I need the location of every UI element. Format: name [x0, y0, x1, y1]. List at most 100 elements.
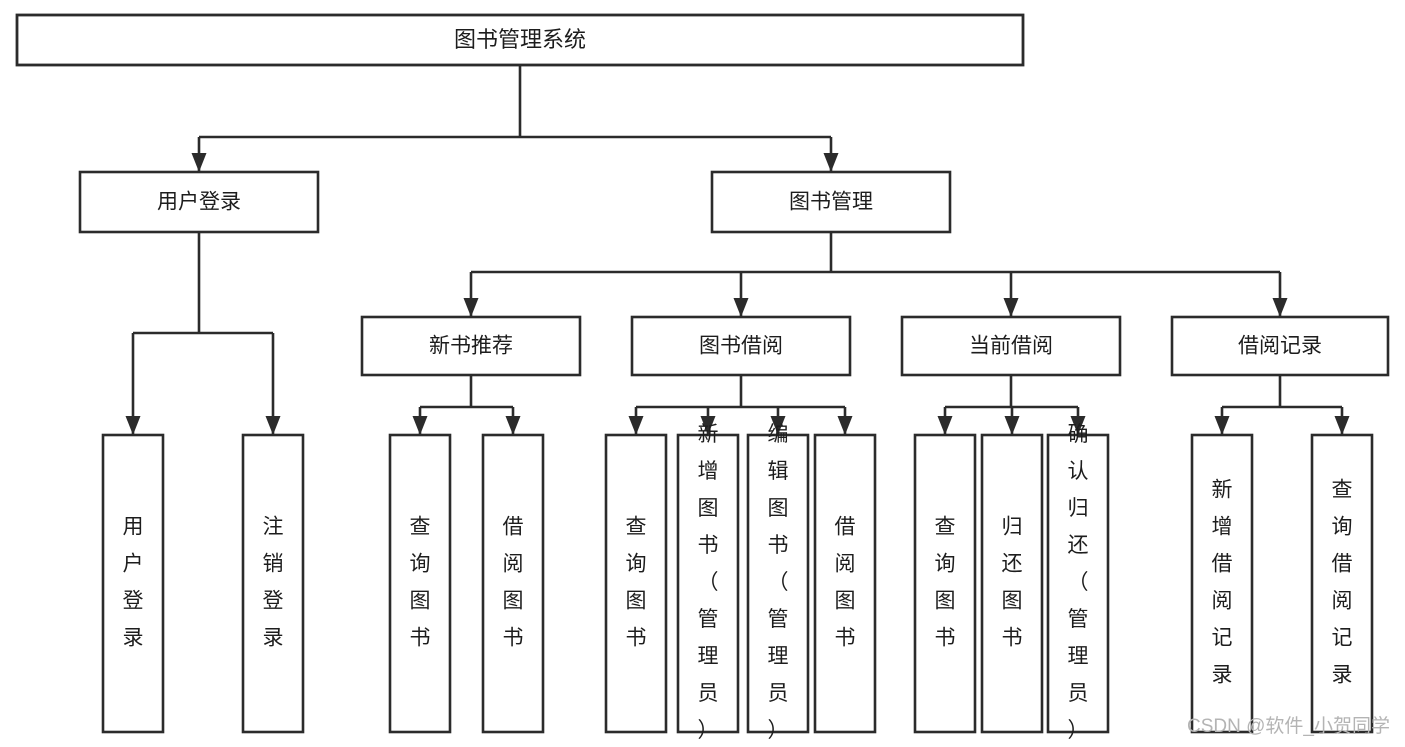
node-label: 当前借阅 [969, 335, 1053, 358]
node-box[interactable] [1190, 433, 1254, 734]
node-box[interactable] [813, 433, 877, 734]
connector-layer [125, 65, 1350, 435]
arrow-head-icon [412, 416, 428, 435]
node-label-char: 管 [768, 608, 789, 631]
node-label-char: 员 [698, 682, 719, 705]
node-label-char: 询 [935, 553, 956, 576]
node-box[interactable] [15, 13, 1025, 67]
node-box[interactable] [746, 433, 810, 734]
node-label-char: 还 [1068, 534, 1089, 557]
node-label-char: 书 [768, 534, 789, 557]
node-label-char: 确 [1068, 423, 1089, 446]
arrow-head-icon [265, 416, 281, 435]
node-label-char: 查 [935, 516, 956, 539]
node-box[interactable] [1310, 433, 1374, 734]
arrow-head-icon [463, 298, 479, 317]
node-box[interactable] [676, 433, 740, 734]
node-user-login[interactable]: 用户登录 [78, 170, 320, 234]
node-label-char: 阅 [835, 553, 856, 576]
node-leaf-user-login[interactable]: 用户登录 [101, 433, 165, 734]
node-book-manage[interactable]: 图书管理 [710, 170, 952, 234]
node-label-char: 增 [698, 460, 719, 483]
node-label-char: 书 [835, 627, 856, 650]
arrow-head-icon [700, 416, 716, 435]
node-label-char: 书 [503, 627, 524, 650]
node-borrow-record[interactable]: 借阅记录 [1170, 315, 1390, 377]
node-label-char: 理 [768, 645, 789, 668]
node-label-char: 归 [1002, 516, 1023, 539]
node-label-char: 员 [768, 682, 789, 705]
node-box[interactable] [980, 433, 1044, 734]
node-label-char: 归 [1068, 497, 1089, 520]
node-box[interactable] [388, 433, 452, 734]
node-label: 用户登录 [123, 516, 144, 650]
node-box[interactable] [604, 433, 668, 734]
node-label-char: 录 [1332, 664, 1353, 687]
node-box[interactable] [1170, 315, 1390, 377]
node-box[interactable] [78, 170, 320, 234]
arrow-head-icon [770, 416, 786, 435]
node-label-char: 询 [410, 553, 431, 576]
node-box[interactable] [481, 433, 545, 734]
node-box[interactable] [630, 315, 852, 377]
node-box[interactable] [241, 433, 305, 734]
node-label-char: 新 [698, 423, 719, 446]
node-label-char: 询 [626, 553, 647, 576]
node-label-char: 图 [935, 590, 956, 613]
node-label-char: 图 [835, 590, 856, 613]
node-label-char: 询 [1332, 516, 1353, 539]
watermark: CSDN @软件_小贺同学 [1187, 715, 1390, 737]
arrow-head-icon [1070, 416, 1086, 435]
arrow-head-icon [733, 298, 749, 317]
node-box[interactable] [900, 315, 1122, 377]
node-label-char: 记 [1332, 627, 1353, 650]
node-label-char: 记 [1212, 627, 1233, 650]
node-book-borrow[interactable]: 图书借阅 [630, 315, 852, 377]
node-label: 新书推荐 [429, 335, 513, 358]
node-label-char: 管 [698, 608, 719, 631]
node-current-borrow[interactable]: 当前借阅 [900, 315, 1122, 377]
node-label-char: ） [698, 719, 719, 742]
node-label-char: 录 [1212, 664, 1233, 687]
arrow-head-icon [1272, 298, 1288, 317]
arrow-head-icon [1003, 298, 1019, 317]
node-label-char: 图 [1002, 590, 1023, 613]
node-label-char: ） [1068, 719, 1089, 742]
node-label-char: 新 [1212, 479, 1233, 502]
node-box[interactable] [913, 433, 977, 734]
node-box[interactable] [360, 315, 582, 377]
node-box[interactable] [710, 170, 952, 234]
node-root[interactable]: 图书管理系统 [15, 13, 1025, 67]
node-box[interactable] [1046, 433, 1110, 734]
node-label-char: 编 [768, 423, 789, 446]
node-label: 用户登录 [157, 191, 241, 214]
node-label-char: 录 [263, 627, 284, 650]
node-label-char: 员 [1068, 682, 1089, 705]
node-box[interactable] [101, 433, 165, 734]
node-new-book-recommend[interactable]: 新书推荐 [360, 315, 582, 377]
node-label-char: 借 [1332, 553, 1353, 576]
node-label-char: 图 [503, 590, 524, 613]
node-label-char: 借 [1212, 553, 1233, 576]
